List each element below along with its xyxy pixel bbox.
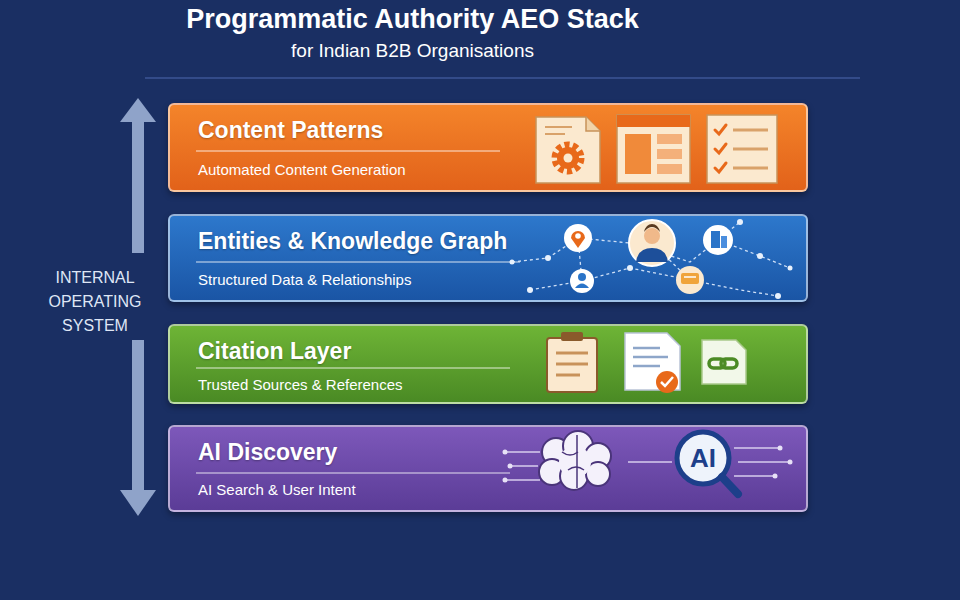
ai-discovery-icons bbox=[503, 431, 793, 494]
stack-layer: Content PatternsAutomated Content Genera… bbox=[168, 103, 808, 192]
band-underlines bbox=[196, 151, 520, 473]
side-label: INTERNAL OPERATING SYSTEM bbox=[38, 266, 152, 338]
layer-heading: Content Patterns bbox=[198, 117, 383, 144]
citation-icons bbox=[547, 332, 746, 393]
knowledge-graph-icons bbox=[510, 219, 793, 299]
layer-description: Trusted Sources & References bbox=[198, 376, 403, 393]
layer-description: Automated Content Generation bbox=[198, 161, 406, 178]
subtitle: for Indian B2B Organisations bbox=[100, 40, 725, 62]
layer-heading: Entities & Knowledge Graph bbox=[198, 228, 507, 255]
stack-layer: Citation LayerTrusted Sources & Referenc… bbox=[168, 324, 808, 404]
stack-layer: Entities & Knowledge GraphStructured Dat… bbox=[168, 214, 808, 302]
layer-description: AI Search & User Intent bbox=[198, 481, 356, 498]
document-icons bbox=[536, 115, 777, 183]
layer-heading: AI Discovery bbox=[198, 439, 337, 466]
layer-description: Structured Data & Relationships bbox=[198, 271, 411, 288]
title-rule bbox=[145, 78, 860, 79]
diagram-title: Programmatic Authority AEO Stack bbox=[100, 4, 725, 35]
layer-heading: Citation Layer bbox=[198, 338, 351, 365]
icon-text: AI bbox=[680, 443, 726, 473]
